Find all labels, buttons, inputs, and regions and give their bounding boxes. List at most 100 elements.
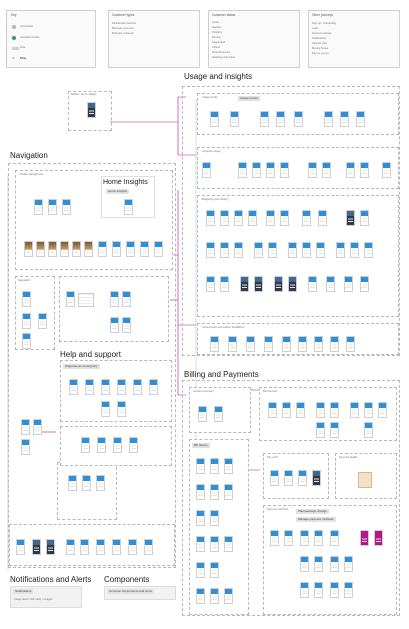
screen[interactable] <box>22 313 31 329</box>
screen[interactable] <box>308 276 317 292</box>
screen[interactable] <box>350 242 359 258</box>
menu-list[interactable] <box>78 293 94 307</box>
screen[interactable] <box>260 111 269 127</box>
screen[interactable] <box>60 241 69 257</box>
screen[interactable] <box>360 210 369 226</box>
screen[interactable] <box>264 336 273 352</box>
screen[interactable] <box>284 530 293 546</box>
screen[interactable] <box>252 162 261 178</box>
screen[interactable] <box>112 539 121 555</box>
screen[interactable] <box>128 539 137 555</box>
screen[interactable] <box>110 291 119 307</box>
screen[interactable] <box>198 406 207 422</box>
screen[interactable] <box>113 437 122 453</box>
screen[interactable] <box>298 470 307 486</box>
screen[interactable] <box>48 241 57 257</box>
screen[interactable] <box>85 379 94 395</box>
screen[interactable] <box>196 510 205 526</box>
screen[interactable] <box>68 475 77 491</box>
screen[interactable] <box>210 484 219 500</box>
screen[interactable] <box>300 556 309 572</box>
screen[interactable] <box>294 111 303 127</box>
screen[interactable] <box>364 422 373 438</box>
screen[interactable] <box>240 276 249 292</box>
screen[interactable] <box>36 241 45 257</box>
screen[interactable] <box>340 111 349 127</box>
screen[interactable] <box>196 458 205 474</box>
screen[interactable] <box>288 242 297 258</box>
screen[interactable] <box>117 401 126 417</box>
screen[interactable] <box>98 241 107 257</box>
screen[interactable] <box>344 276 353 292</box>
screen[interactable] <box>224 588 233 604</box>
screen[interactable] <box>316 402 325 418</box>
screen[interactable] <box>84 241 93 257</box>
screen[interactable] <box>80 539 89 555</box>
screen[interactable] <box>126 241 135 257</box>
screen[interactable] <box>330 556 339 572</box>
screen[interactable] <box>298 336 307 352</box>
screen[interactable] <box>346 336 355 352</box>
screen[interactable] <box>144 539 153 555</box>
screen[interactable] <box>324 111 333 127</box>
screen[interactable] <box>230 111 239 127</box>
screen[interactable] <box>346 162 355 178</box>
screen[interactable] <box>224 536 233 552</box>
screen[interactable] <box>16 539 25 555</box>
screen[interactable] <box>66 291 75 307</box>
screen[interactable] <box>69 379 78 395</box>
screen[interactable] <box>81 437 90 453</box>
screen[interactable] <box>210 510 219 526</box>
screen[interactable] <box>117 379 126 395</box>
screen[interactable] <box>210 588 219 604</box>
screen[interactable] <box>210 536 219 552</box>
screen[interactable] <box>336 242 345 258</box>
screen[interactable] <box>268 402 277 418</box>
screen[interactable] <box>32 539 41 555</box>
screen[interactable] <box>284 470 293 486</box>
screen[interactable] <box>101 401 110 417</box>
screen[interactable] <box>22 333 31 349</box>
screen[interactable] <box>46 539 55 555</box>
screen[interactable] <box>330 402 339 418</box>
screen[interactable] <box>312 470 321 486</box>
screen[interactable] <box>318 210 327 226</box>
screen[interactable] <box>308 162 317 178</box>
screen[interactable] <box>246 336 255 352</box>
screen[interactable] <box>254 242 263 258</box>
screen[interactable] <box>330 530 339 546</box>
screen[interactable] <box>364 242 373 258</box>
screen[interactable] <box>196 562 205 578</box>
screen[interactable] <box>210 336 219 352</box>
screen[interactable] <box>21 439 30 455</box>
screen[interactable] <box>316 422 325 438</box>
screen[interactable] <box>330 336 339 352</box>
screen[interactable] <box>314 530 323 546</box>
screen[interactable] <box>33 419 42 435</box>
screen[interactable] <box>224 458 233 474</box>
screen[interactable] <box>234 210 243 226</box>
screen[interactable] <box>210 562 219 578</box>
screen[interactable] <box>196 588 205 604</box>
screen[interactable] <box>270 530 279 546</box>
screen[interactable] <box>220 210 229 226</box>
screen[interactable] <box>314 336 323 352</box>
screen[interactable] <box>97 437 106 453</box>
screen[interactable] <box>238 162 247 178</box>
screen[interactable] <box>38 313 47 329</box>
screen[interactable] <box>378 402 387 418</box>
screen[interactable] <box>220 276 229 292</box>
screen[interactable] <box>316 242 325 258</box>
screen[interactable] <box>196 536 205 552</box>
screen[interactable] <box>280 210 289 226</box>
screen[interactable] <box>206 210 215 226</box>
screen[interactable] <box>22 291 31 307</box>
screen[interactable] <box>364 402 373 418</box>
screen[interactable] <box>62 199 71 215</box>
screen[interactable] <box>96 539 105 555</box>
screen[interactable] <box>314 556 323 572</box>
screen[interactable] <box>346 210 355 226</box>
screen[interactable] <box>268 242 277 258</box>
screen[interactable] <box>110 317 119 333</box>
screen[interactable] <box>314 582 323 598</box>
